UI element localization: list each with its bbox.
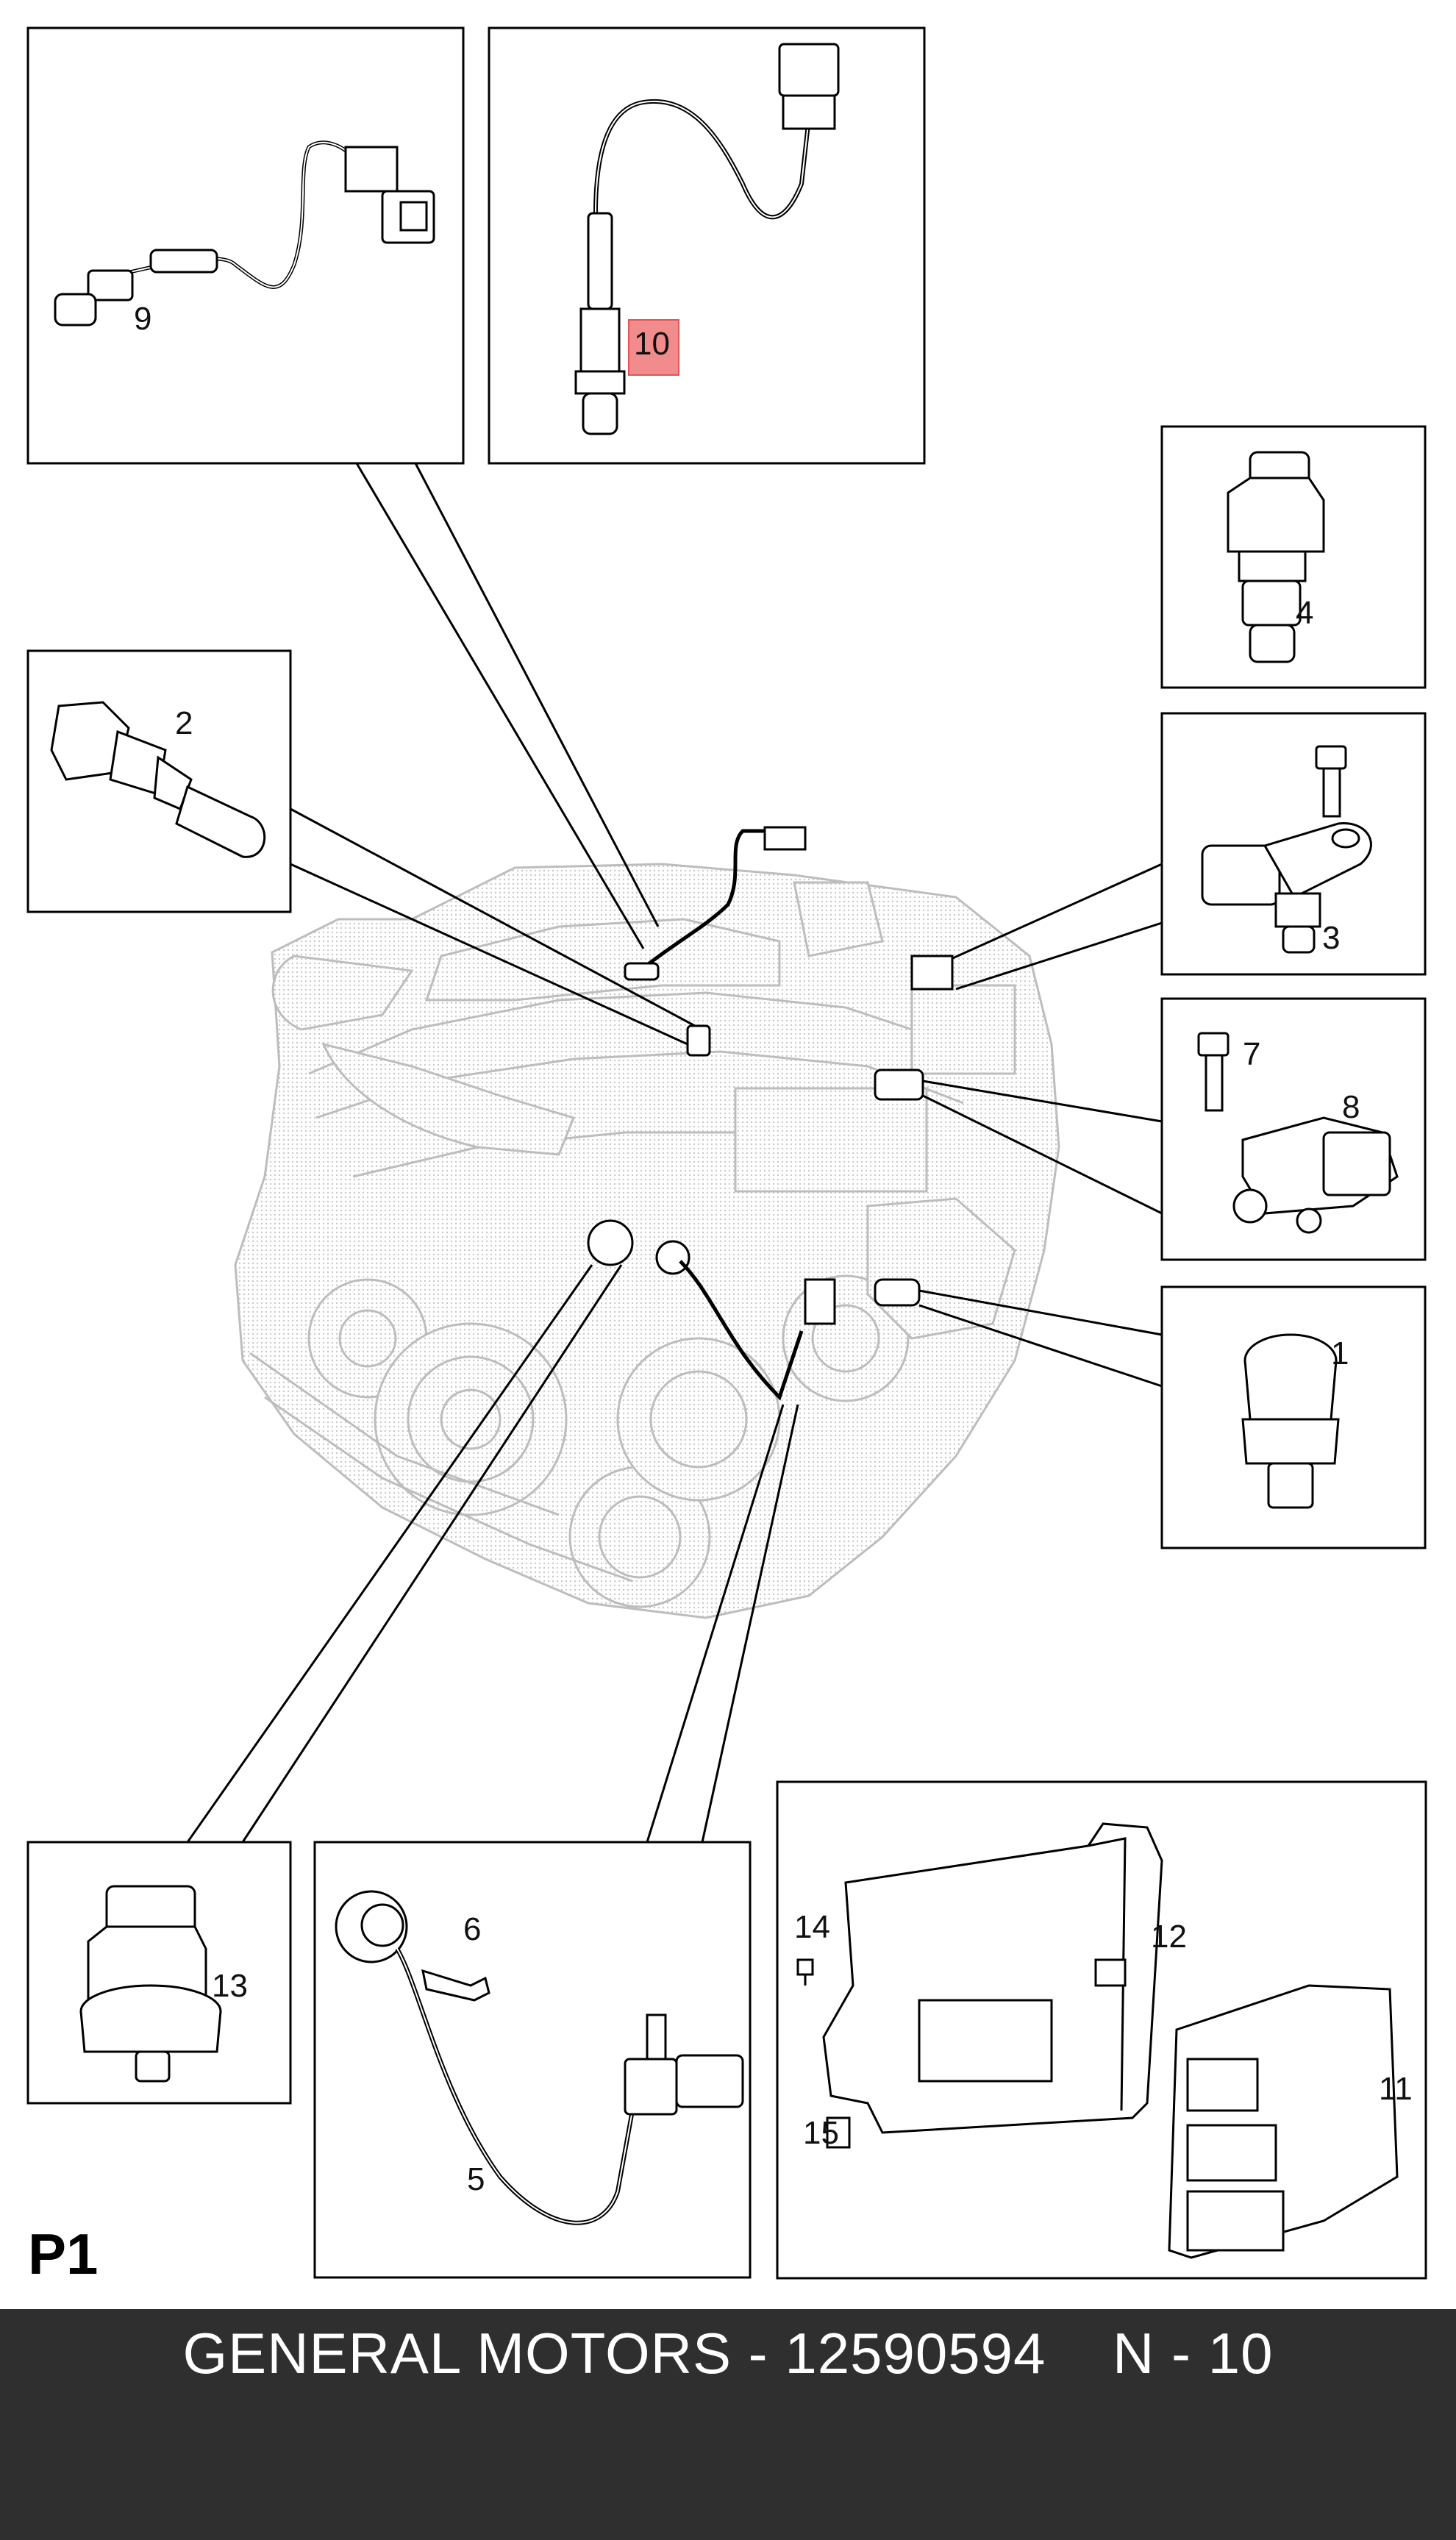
callout-7: 7 bbox=[1243, 1036, 1260, 1072]
callout-10: 10 bbox=[634, 326, 670, 362]
callout-8: 8 bbox=[1342, 1089, 1360, 1125]
leader-lines bbox=[186, 463, 1163, 1843]
part-1-illustration bbox=[1241, 1333, 1340, 1509]
page-label: P1 bbox=[28, 2222, 99, 2286]
callout-4: 4 bbox=[1296, 595, 1313, 631]
engine-sensors bbox=[587, 826, 954, 1401]
callout-13: 13 bbox=[212, 1968, 248, 2004]
callout-2: 2 bbox=[175, 705, 193, 741]
footer-brand: GENERAL MOTORS bbox=[182, 2321, 732, 2386]
engine-illustration bbox=[234, 863, 1060, 1619]
footer-part-number: 12590594 bbox=[785, 2321, 1046, 2386]
footer-ref-number: 10 bbox=[1207, 2321, 1274, 2386]
box-10 bbox=[488, 26, 926, 465]
parts-diagram: 9 10 4 2 3 7 8 1 13 6 5 14 12 15 11 bbox=[26, 26, 1427, 2280]
highlight-box-10 bbox=[628, 319, 679, 376]
footer-ref-prefix: N - bbox=[1113, 2321, 1208, 2386]
box-9 bbox=[26, 26, 465, 465]
part-9-illustration bbox=[54, 140, 435, 327]
callout-12: 12 bbox=[1151, 1919, 1187, 1955]
callout-14: 14 bbox=[794, 1909, 830, 1945]
part-4-illustration bbox=[1227, 451, 1325, 663]
callout-15: 15 bbox=[803, 2115, 839, 2151]
part-7-8-illustration bbox=[1197, 1032, 1399, 1234]
callout-5: 5 bbox=[467, 2161, 485, 2197]
callout-3: 3 bbox=[1322, 920, 1340, 956]
callout-11: 11 bbox=[1379, 2071, 1413, 2107]
callout-1: 1 bbox=[1331, 1335, 1349, 1371]
footer-separator: - bbox=[731, 2321, 785, 2386]
callout-numbers: 9 10 4 2 3 7 8 1 13 6 5 14 12 15 11 bbox=[134, 301, 1413, 2197]
footer-bar: GENERAL MOTORS - 12590594 N - 10 bbox=[0, 2309, 1456, 2540]
part-2-illustration bbox=[50, 701, 266, 858]
part-3-illustration bbox=[1201, 745, 1372, 954]
part-11-15-illustration bbox=[796, 1822, 1399, 2259]
part-13-illustration bbox=[79, 1885, 222, 2083]
callout-9: 9 bbox=[134, 301, 151, 337]
footer-text: GENERAL MOTORS - 12590594 N - 10 bbox=[0, 2309, 1456, 2397]
callout-6: 6 bbox=[463, 1911, 481, 1947]
part-10-illustration bbox=[574, 43, 840, 435]
part-5-6-illustration bbox=[335, 1890, 744, 2225]
